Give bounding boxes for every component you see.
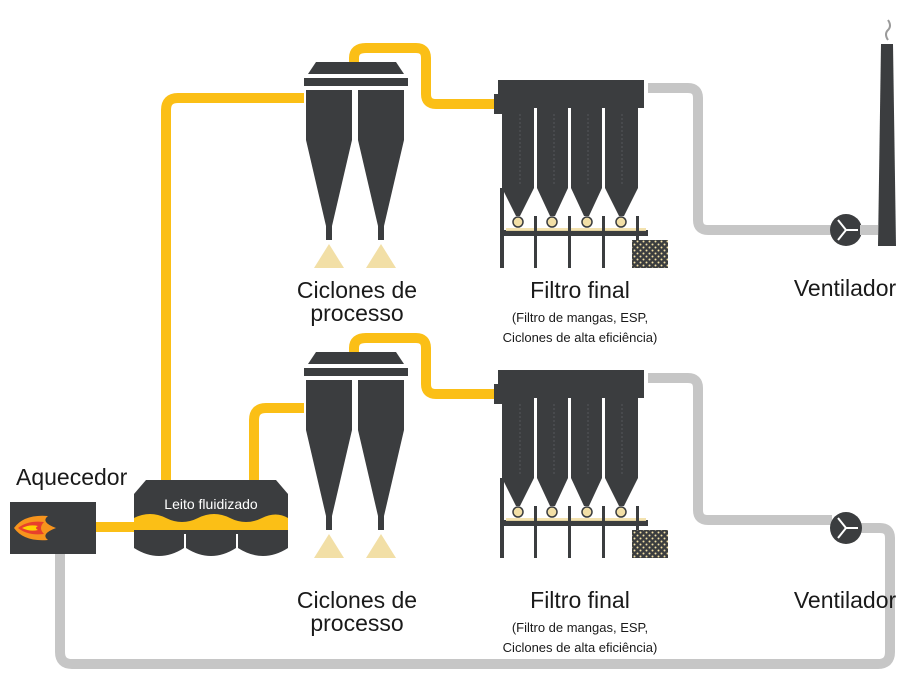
cyclones-label-line2: processo bbox=[310, 610, 404, 636]
cyclones-label-bottom: Ciclones de processo bbox=[262, 589, 452, 635]
heater bbox=[10, 502, 96, 554]
cyclones-label-line1: Ciclones de bbox=[296, 277, 418, 303]
dust-top bbox=[314, 244, 396, 268]
cyclones-label-line1: Ciclones de bbox=[296, 587, 418, 613]
cyclones-top bbox=[304, 62, 408, 240]
final-filter-sub2: Ciclones de alta eficiência) bbox=[502, 640, 658, 655]
return-duct bbox=[55, 83, 895, 669]
stack bbox=[878, 19, 896, 246]
hot-duct bbox=[96, 43, 494, 532]
final-filter-title: Filtro final bbox=[530, 277, 630, 303]
fan-label-top: Ventilador bbox=[793, 275, 897, 301]
final-filter-bottom bbox=[494, 370, 668, 558]
final-filter-sub1: (Filtro de mangas, ESP, bbox=[511, 310, 649, 325]
fluid-bed-label: Leito fluidizado bbox=[164, 496, 258, 512]
fan-label-bottom: Ventilador bbox=[793, 587, 897, 613]
cyclones-label-line2: processo bbox=[310, 300, 404, 326]
fan-icon bbox=[830, 512, 862, 544]
cyclones-bottom bbox=[304, 352, 408, 530]
smoke-icon bbox=[885, 19, 891, 41]
final-filter-sub1: (Filtro de mangas, ESP, bbox=[511, 620, 649, 635]
stack-duct bbox=[860, 225, 878, 235]
final-filter-sub2: Ciclones de alta eficiência) bbox=[502, 330, 658, 345]
flame-icon bbox=[14, 515, 56, 541]
fluid-bed bbox=[134, 480, 288, 556]
fan-icon bbox=[830, 214, 862, 246]
final-filter-label-bottom: Filtro final (Filtro de mangas, ESP, Cic… bbox=[470, 589, 690, 658]
dust-bottom bbox=[314, 534, 396, 558]
heater-label: Aquecedor bbox=[16, 464, 128, 490]
cyclones-label-top: Ciclones de processo bbox=[262, 279, 452, 325]
final-filter-label-top: Filtro final (Filtro de mangas, ESP, Cic… bbox=[470, 279, 690, 348]
final-filter-title: Filtro final bbox=[530, 587, 630, 613]
final-filter-top bbox=[494, 80, 668, 268]
